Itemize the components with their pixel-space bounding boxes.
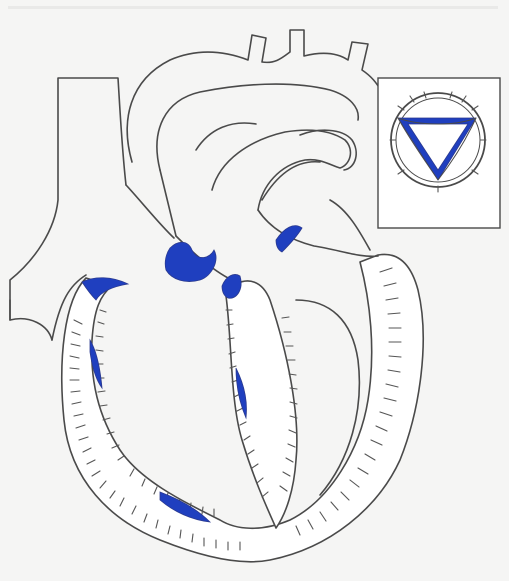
bleed-through-texture [0, 0, 509, 576]
heart-diagram [0, 0, 509, 576]
